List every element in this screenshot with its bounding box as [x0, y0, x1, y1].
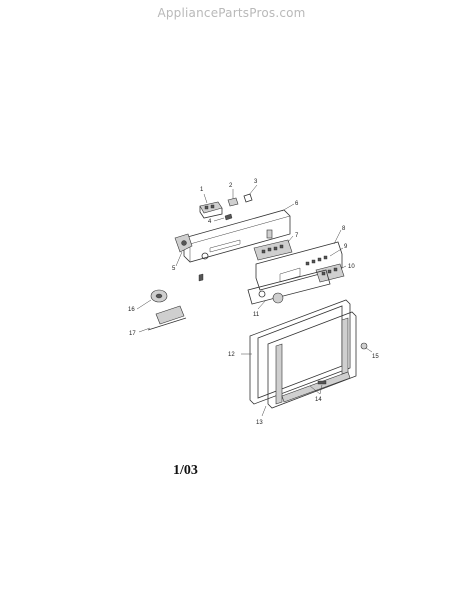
part-label-3: 3 [254, 179, 258, 185]
part-16-knob-assembly [136, 289, 168, 310]
part-label-6: 6 [295, 201, 299, 207]
part-15-screw [360, 342, 373, 353]
part-10-terminal-block [315, 263, 347, 283]
part-4-screw [213, 213, 233, 222]
part-label-10: 10 [348, 264, 355, 270]
part-label-1: 1 [200, 187, 204, 193]
part-7-keypad [253, 229, 294, 261]
part-label-15: 15 [372, 354, 379, 360]
part-2-small-switch [227, 189, 239, 207]
part-14-door-fittings [309, 380, 327, 395]
part-label-9: 9 [344, 244, 348, 250]
part-label-17: 17 [129, 331, 136, 337]
part-label-12: 12 [228, 352, 235, 358]
part-label-4: 4 [208, 219, 212, 225]
part-label-5: 5 [172, 266, 176, 272]
part-5-bracket [174, 233, 204, 282]
part-label-7: 7 [295, 233, 299, 239]
part-label-16: 16 [128, 307, 135, 313]
part-13-door-inner-frame [261, 311, 357, 417]
part-6-control-panel [183, 203, 295, 263]
part-3-clip [243, 184, 258, 203]
part-label-13: 13 [256, 420, 263, 426]
part-label-11: 11 [253, 312, 260, 318]
part-1-switch-block [199, 193, 223, 219]
part-11-front-plate [247, 269, 331, 310]
part-label-2: 2 [229, 183, 233, 189]
part-label-14: 14 [315, 397, 322, 403]
watermark-text: AppliancePartsPros.com [157, 6, 306, 20]
part-17-strip [138, 305, 187, 333]
part-9-buttons [305, 247, 344, 266]
diagram-page-code: 1/03 [173, 463, 198, 478]
part-label-8: 8 [342, 226, 346, 232]
